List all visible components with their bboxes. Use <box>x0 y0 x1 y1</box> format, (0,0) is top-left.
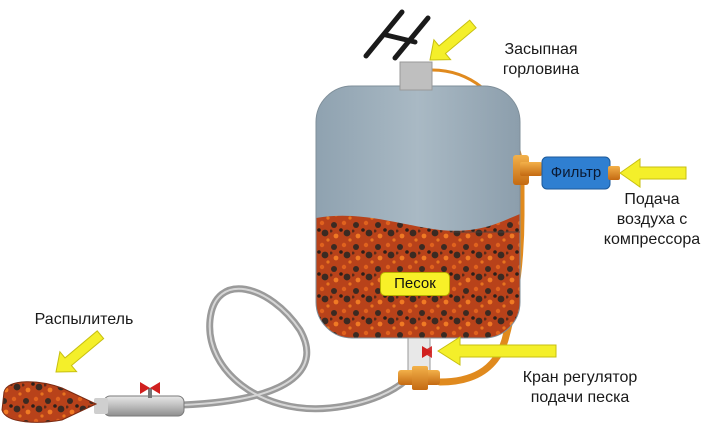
sprayer-label: Распылитель <box>24 310 144 330</box>
fill-neck-label: Засыпная горловина <box>486 40 596 80</box>
sand-label: Песок <box>380 272 450 296</box>
air-supply-label-line-1: Подача <box>624 191 680 208</box>
fill-neck <box>399 61 433 91</box>
fill-neck-label-line-2: горловина <box>502 61 580 78</box>
fill-neck-handle <box>363 9 431 61</box>
valve-label-line-1: Кран регулятор <box>522 369 638 386</box>
nozzle-icon <box>1 381 185 423</box>
air-supply-label: Подача воздуха с компрессора <box>590 190 714 250</box>
air-supply-label-line-2: воздуха с <box>616 211 688 228</box>
valve-icon <box>422 346 432 358</box>
sprayer-label-text: Распылитель <box>34 311 134 328</box>
fill-neck-label-line-1: Засыпная <box>504 41 578 58</box>
valve-label-line-2: подачи песка <box>530 389 630 406</box>
air-supply-label-line-3: компрессора <box>603 231 701 248</box>
arrow-icon <box>55 19 687 373</box>
valve-label: Кран регулятор подачи песка <box>500 368 660 408</box>
filter-label: Фильтр <box>550 164 602 181</box>
